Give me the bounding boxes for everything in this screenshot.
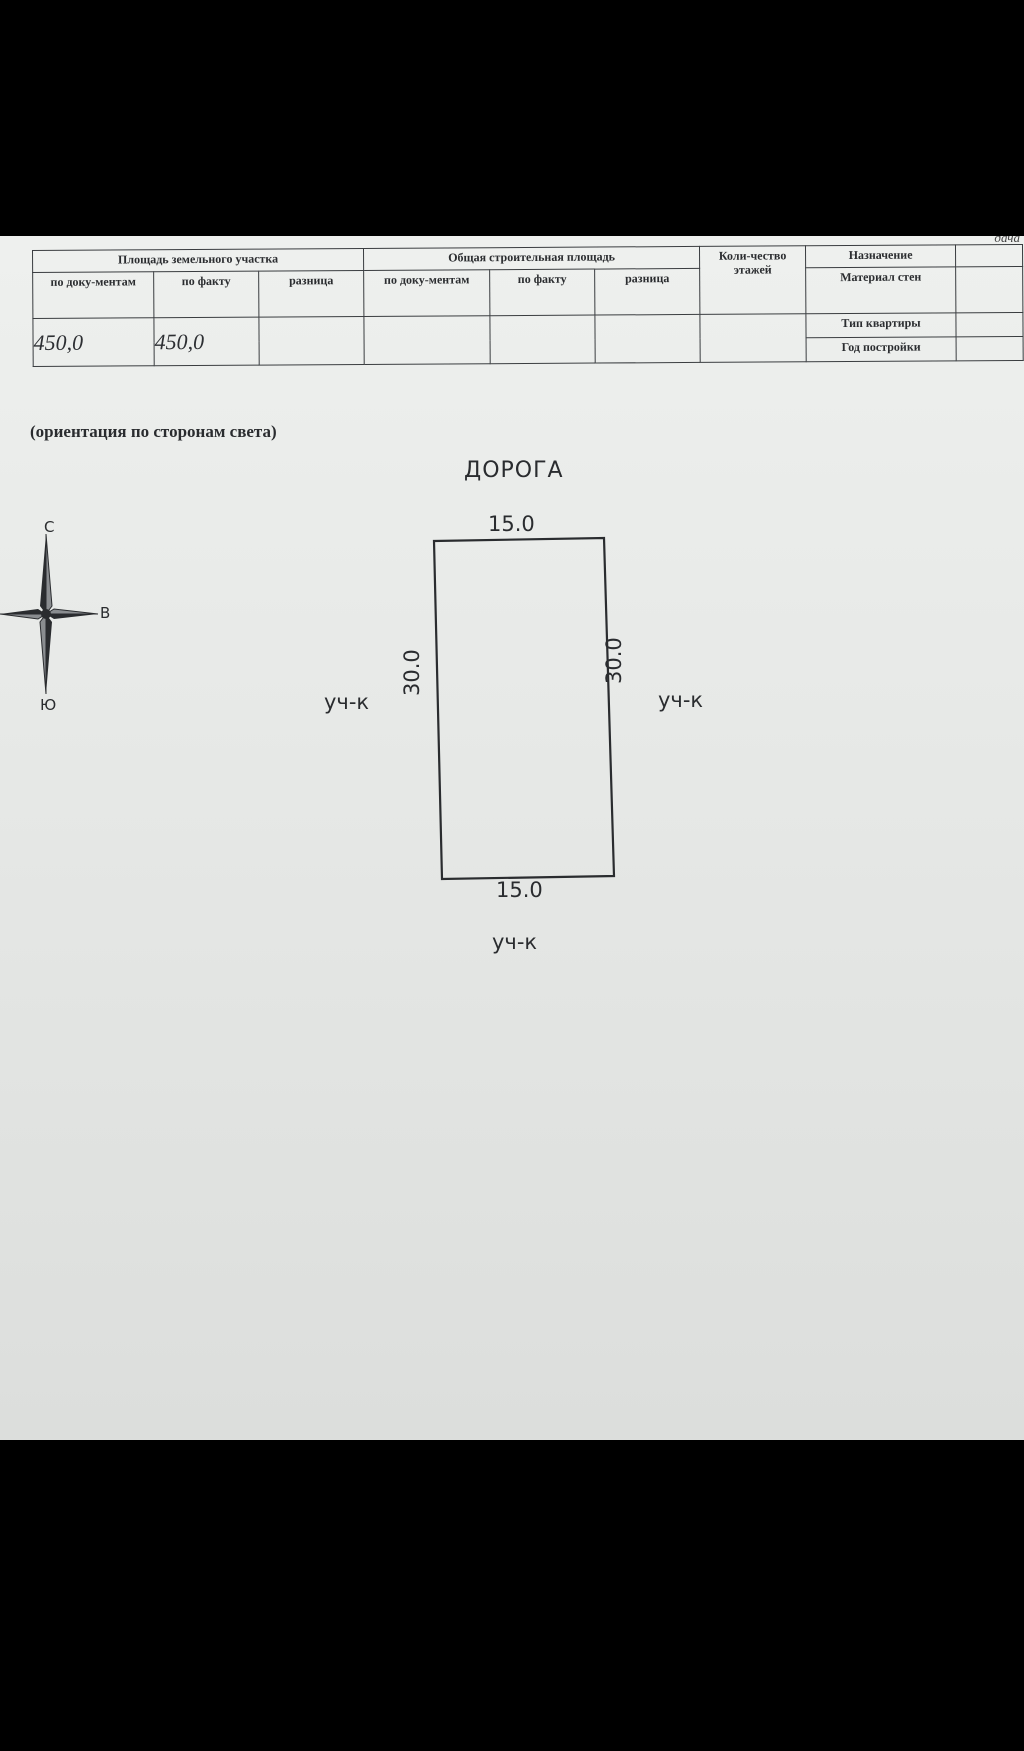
top-side-length: 15.0 (488, 512, 535, 536)
compass-south-label: Ю (40, 696, 57, 714)
left-side-length: 30.0 (400, 649, 424, 696)
document-page: дача Площадь земельного участка Общая ст… (0, 236, 1024, 1440)
land-parcel-outline (432, 536, 616, 881)
right-side-length: 30.0 (602, 637, 626, 684)
right-neighbor-label: уч-к (658, 688, 704, 712)
road-label: ДОРОГА (464, 458, 564, 483)
left-neighbor-label: уч-к (324, 690, 370, 714)
bottom-neighbor-label: уч-к (492, 930, 538, 954)
corner-fragment-text: дача (994, 236, 1020, 245)
bottom-side-length: 15.0 (496, 878, 543, 902)
compass-north-label: С (44, 518, 55, 536)
compass-east-label: В (100, 604, 111, 622)
orientation-caption: (ориентация по сторонам света) (30, 422, 277, 441)
compass-rose-icon (0, 533, 99, 695)
plan-drawing (0, 533, 616, 881)
